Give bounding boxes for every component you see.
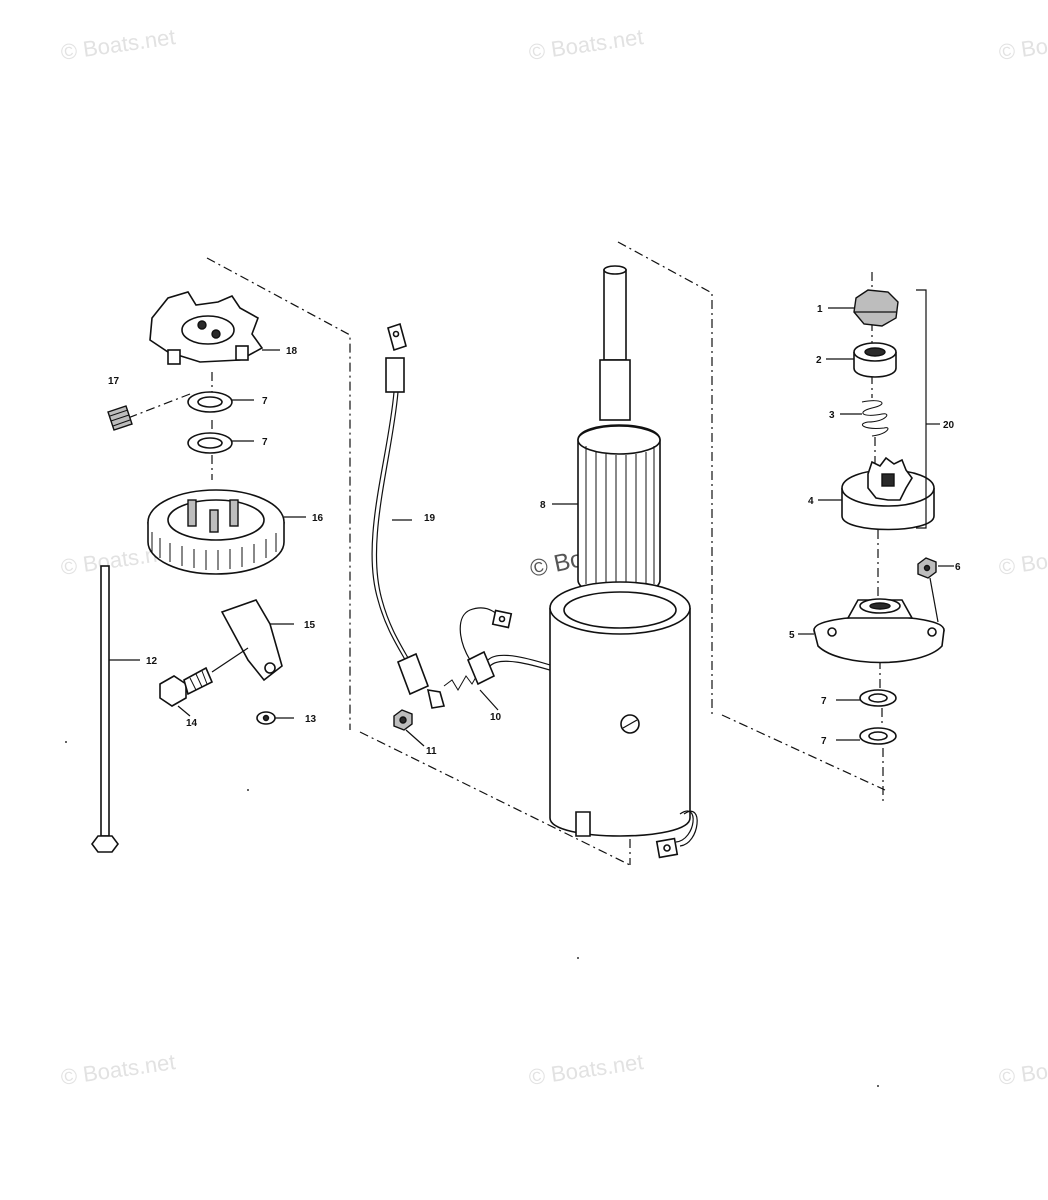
terminal-nut <box>393 709 425 747</box>
lead-wire <box>371 322 446 709</box>
callout-labels: 1 2 3 4 5 6 7 7 7 7 8 10 11 12 13 14 15 … <box>108 304 961 757</box>
callout-7-lower-right: 7 <box>821 736 827 747</box>
hex-nut <box>917 557 954 623</box>
anti-drift-spring <box>840 400 889 437</box>
watermark-bottom-left: © Boats.net <box>59 1049 177 1090</box>
callout-19: 19 <box>424 513 436 524</box>
lockwasher <box>256 711 294 725</box>
callout-18: 18 <box>286 346 298 357</box>
callout-5: 5 <box>789 630 795 641</box>
callout-2: 2 <box>816 355 822 366</box>
drive-end-cap <box>798 598 945 664</box>
washer-lower-left <box>187 432 254 454</box>
callout-10: 10 <box>490 712 502 723</box>
washer-upper-left <box>187 391 254 413</box>
callout-7-lower-left: 7 <box>262 437 268 448</box>
watermark-bottom-center: © Boats.net <box>527 1049 645 1090</box>
callout-8: 8 <box>540 500 546 511</box>
small-spring <box>107 405 133 431</box>
drive-pinion <box>818 456 935 531</box>
washer-lower-right <box>836 727 897 745</box>
callout-6: 6 <box>955 562 961 573</box>
drive-kit-bracket <box>916 289 940 529</box>
watermark-top-left: © Boats.net <box>59 24 177 65</box>
callout-11: 11 <box>426 746 437 757</box>
through-bolt <box>91 565 140 853</box>
callout-17: 17 <box>108 376 120 387</box>
callout-20: 20 <box>943 420 955 431</box>
watermark-top-right: © Boats.net <box>997 24 1048 65</box>
pinion-nut <box>828 289 899 327</box>
field-frame-ring <box>147 489 306 575</box>
callout-16: 16 <box>312 513 324 524</box>
callout-13: 13 <box>305 714 317 725</box>
watermark-top-center: © Boats.net <box>527 24 645 65</box>
callout-7-upper-right: 7 <box>821 696 827 707</box>
motor-frame-housing <box>549 581 698 859</box>
brush-and-spring <box>443 607 561 711</box>
brush-end-plate <box>149 291 280 365</box>
brush-lever <box>220 599 294 682</box>
callout-3: 3 <box>829 410 835 421</box>
callout-12: 12 <box>146 656 158 667</box>
callout-4: 4 <box>808 496 814 507</box>
stop-bushing <box>826 342 897 378</box>
watermark-bottom-right: © Boats.net <box>997 1049 1048 1090</box>
specks <box>65 741 879 1087</box>
armature <box>552 265 661 635</box>
lever-screw <box>159 647 249 717</box>
callout-15: 15 <box>304 620 316 631</box>
callout-1: 1 <box>817 304 823 315</box>
watermark-mid-right: © Boats.net <box>997 539 1048 580</box>
callout-14: 14 <box>186 718 198 729</box>
washer-upper-right <box>836 689 897 707</box>
callout-7-upper-left: 7 <box>262 396 268 407</box>
